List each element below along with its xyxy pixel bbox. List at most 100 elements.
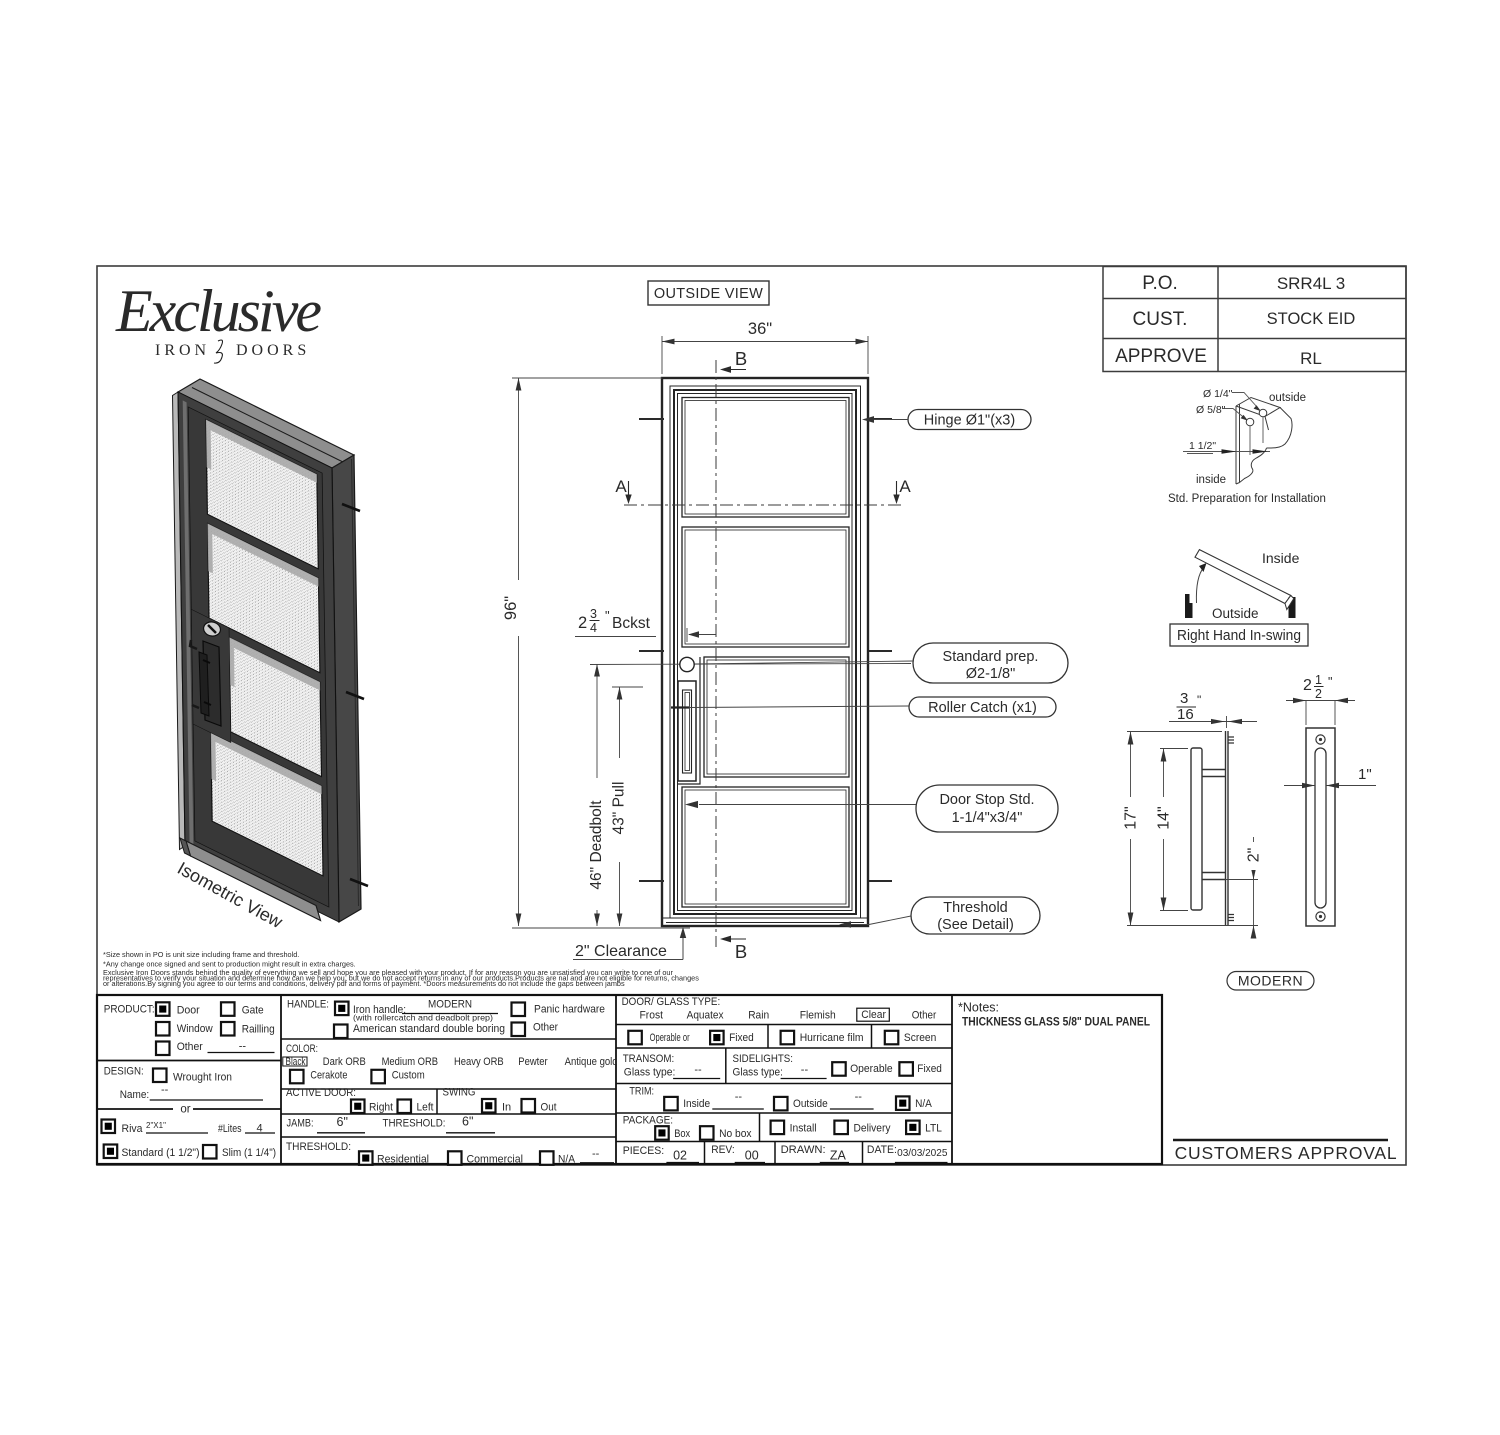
svg-text:COLOR:: COLOR: (286, 1043, 318, 1055)
svg-text:14": 14" (1156, 806, 1173, 829)
svg-text:Clear: Clear (861, 1009, 886, 1021)
svg-text:03/03/2025: 03/03/2025 (897, 1147, 948, 1159)
svg-text:ACTIVE DOOR:: ACTIVE DOOR: (286, 1087, 356, 1099)
svg-text:Other: Other (912, 1010, 937, 1022)
svg-text:TRANSOM:: TRANSOM: (623, 1053, 675, 1065)
svg-text:#Lites: #Lites (218, 1123, 242, 1135)
svg-text:OUTSIDE VIEW: OUTSIDE VIEW (654, 286, 763, 302)
svg-text:CUSTOMERS APPROVAL: CUSTOMERS APPROVAL (1175, 1143, 1398, 1163)
svg-text:36": 36" (748, 320, 772, 338)
svg-text:CUST.: CUST. (1133, 309, 1188, 330)
svg-text:representatives to verify your: representatives to verify your situation… (103, 974, 699, 983)
svg-text:46" Deadbolt: 46" Deadbolt (588, 800, 605, 890)
svg-text:Cerakote: Cerakote (310, 1070, 347, 1082)
svg-text:Ø 5/8": Ø 5/8" (1196, 404, 1226, 416)
svg-text:HANDLE:: HANDLE: (287, 999, 329, 1011)
svg-text:--: -- (735, 1091, 743, 1103)
svg-text:Glass type:: Glass type: (733, 1067, 783, 1079)
svg-text:Right Hand In-swing: Right Hand In-swing (1177, 628, 1301, 644)
svg-text:Ø 1/4": Ø 1/4" (1203, 388, 1233, 400)
svg-text:Riva: Riva (122, 1123, 144, 1135)
svg-text:A: A (615, 477, 627, 496)
svg-text:outside: outside (1269, 392, 1306, 404)
svg-text:LTL: LTL (925, 1123, 942, 1135)
svg-text:Exclusive Iron Doors stands be: Exclusive Iron Doors stands behind the q… (103, 968, 673, 977)
svg-text:Other: Other (177, 1041, 203, 1053)
svg-text:Gate: Gate (242, 1005, 264, 1017)
svg-text:--: -- (855, 1091, 863, 1103)
svg-text:*Size shown in PO is unit size: *Size shown in PO is unit size including… (103, 950, 299, 959)
svg-text:2" Clearance: 2" Clearance (575, 943, 667, 960)
svg-text:Fixed: Fixed (917, 1063, 942, 1075)
svg-text:Antique gold: Antique gold (565, 1056, 618, 1068)
svg-text:6": 6" (337, 1115, 348, 1129)
svg-text:Fixed: Fixed (729, 1032, 754, 1044)
svg-text:--: -- (694, 1064, 702, 1076)
svg-text:inside: inside (1196, 474, 1226, 486)
svg-text:P.O.: P.O. (1142, 273, 1178, 294)
svg-text:Screen: Screen (904, 1032, 936, 1044)
svg-text:No box: No box (719, 1128, 752, 1140)
svg-text:American standard double borin: American standard double boring (353, 1023, 505, 1035)
svg-text:1: 1 (1315, 673, 1322, 687)
svg-text:Standard prep.: Standard prep. (943, 649, 1039, 665)
svg-text:Out: Out (541, 1102, 557, 1114)
svg-text:Inside: Inside (1262, 550, 1300, 566)
svg-text:THICKNESS GLASS 5/8" DUAL PANE: THICKNESS GLASS 5/8" DUAL PANEL (962, 1017, 1150, 1029)
svg-text:96": 96" (502, 596, 520, 620)
svg-text:In: In (502, 1102, 511, 1114)
svg-text:Medium ORB: Medium ORB (382, 1056, 439, 1068)
svg-text:APPROVE: APPROVE (1115, 346, 1207, 367)
svg-text:(See Detail): (See Detail) (937, 917, 1014, 933)
svg-text:*Any change once signed and se: *Any change once signed and sent to prod… (103, 960, 356, 969)
svg-text:Outside: Outside (1212, 606, 1259, 621)
svg-text:MODERN: MODERN (428, 999, 472, 1011)
svg-text:Right: Right (369, 1102, 393, 1114)
svg-text:DRAWN:: DRAWN: (781, 1144, 826, 1156)
svg-text:ZA: ZA (830, 1149, 847, 1163)
svg-text:PIECES:: PIECES: (623, 1145, 665, 1157)
svg-text:3: 3 (1180, 690, 1188, 707)
svg-text:or alterations.By signing you: or alterations.By signing you agree to o… (103, 979, 625, 988)
svg-text:": " (1197, 693, 1201, 707)
svg-text:DOORS: DOORS (236, 342, 310, 359)
svg-text:17": 17" (1123, 806, 1140, 829)
svg-text:DATE:: DATE: (867, 1144, 897, 1156)
svg-text:2"X1": 2"X1" (146, 1121, 166, 1130)
svg-text:TRIM:: TRIM: (629, 1086, 654, 1098)
svg-text:PRODUCT:: PRODUCT: (104, 1004, 155, 1016)
svg-text:DESIGN:: DESIGN: (104, 1066, 144, 1078)
svg-text:--: -- (592, 1148, 600, 1160)
svg-text:": " (1328, 675, 1332, 689)
svg-text:00: 00 (745, 1149, 759, 1163)
svg-text:--: -- (161, 1084, 169, 1096)
svg-text:Door Stop Std.: Door Stop Std. (939, 792, 1034, 808)
svg-text:2: 2 (1303, 677, 1312, 694)
svg-text:Residential: Residential (377, 1154, 429, 1166)
svg-text:Install: Install (790, 1123, 817, 1135)
svg-text:Hinge Ø1"(x3): Hinge Ø1"(x3) (924, 413, 1015, 429)
svg-text:Custom: Custom (392, 1070, 425, 1082)
svg-text:4: 4 (257, 1123, 263, 1135)
svg-text:Operable or: Operable or (650, 1032, 690, 1044)
svg-text:Name:: Name: (120, 1089, 150, 1101)
svg-text:Delivery: Delivery (854, 1123, 891, 1135)
svg-text:Other: Other (533, 1022, 558, 1034)
svg-text:B: B (735, 941, 747, 962)
svg-text:Hurricane film: Hurricane film (800, 1032, 864, 1044)
svg-text:Black: Black (286, 1056, 306, 1068)
svg-text:Heavy ORB: Heavy ORB (454, 1056, 504, 1068)
svg-text:B: B (735, 348, 747, 369)
svg-text:Pewter: Pewter (518, 1056, 548, 1068)
svg-text:Flemish: Flemish (800, 1010, 836, 1022)
svg-text:2": 2" (1246, 848, 1263, 863)
svg-text:*Notes:: *Notes: (958, 1001, 999, 1015)
svg-text:MODERN: MODERN (1238, 973, 1303, 989)
svg-text:1 1/2": 1 1/2" (1189, 440, 1216, 452)
svg-text:Iron handle:: Iron handle: (353, 1004, 406, 1016)
svg-text:REV:: REV: (711, 1144, 735, 1156)
svg-text:or: or (180, 1104, 190, 1116)
svg-text:4: 4 (590, 621, 597, 635)
svg-text:1-1/4"x3/4": 1-1/4"x3/4" (952, 810, 1023, 826)
svg-text:Frost: Frost (640, 1010, 664, 1022)
